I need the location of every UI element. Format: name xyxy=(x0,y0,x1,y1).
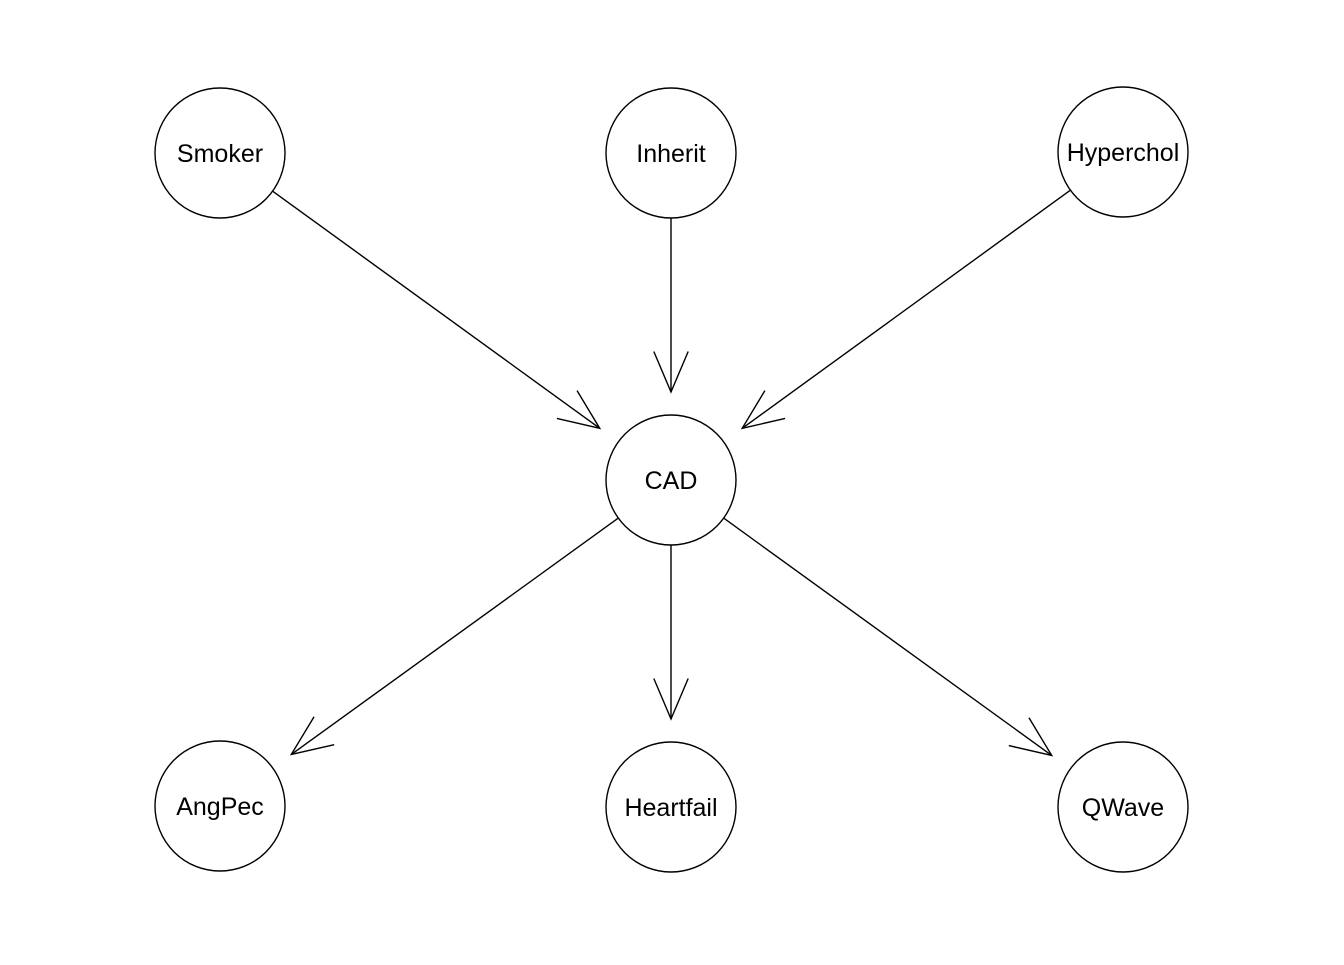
edge-line xyxy=(290,511,627,756)
node-label: Smoker xyxy=(177,140,263,168)
node-angpec: AngPec xyxy=(154,740,286,872)
arrowhead xyxy=(653,351,689,394)
arrowhead xyxy=(289,716,335,756)
node-label: AngPec xyxy=(176,793,264,821)
arrowhead xyxy=(1008,717,1054,757)
node-label: QWave xyxy=(1082,794,1164,822)
edge-cad-to-angpec xyxy=(289,511,627,756)
node-circle xyxy=(605,741,737,873)
node-heartfail: Heartfail xyxy=(605,741,737,873)
node-smoker: Smoker xyxy=(154,87,286,219)
arrowhead xyxy=(740,390,786,430)
edge-inherit-to-cad xyxy=(653,208,689,394)
node-circle xyxy=(605,87,737,219)
arrowhead xyxy=(556,390,602,430)
edge-line xyxy=(715,511,1053,756)
node-label: Inherit xyxy=(636,140,706,168)
edge-line xyxy=(741,183,1079,429)
edges-layer xyxy=(264,183,1079,757)
node-qwave: QWave xyxy=(1057,741,1189,873)
node-hyperchol: Hyperchol xyxy=(1057,86,1189,218)
node-label: CAD xyxy=(645,467,698,495)
edge-cad-to-qwave xyxy=(715,511,1054,757)
arrowhead xyxy=(653,678,689,721)
edge-cad-to-heartfail xyxy=(653,535,689,721)
node-circle xyxy=(1057,741,1189,873)
edge-smoker-to-cad xyxy=(264,184,602,430)
node-circle xyxy=(1057,86,1189,218)
node-inherit: Inherit xyxy=(605,87,737,219)
node-circle xyxy=(154,740,286,872)
edge-hyperchol-to-cad xyxy=(740,183,1079,430)
node-cad: CAD xyxy=(605,414,737,546)
edge-line xyxy=(264,184,601,429)
node-label: Hyperchol xyxy=(1067,139,1180,167)
node-circle xyxy=(605,414,737,546)
node-label: Heartfail xyxy=(624,794,717,822)
node-circle xyxy=(154,87,286,219)
